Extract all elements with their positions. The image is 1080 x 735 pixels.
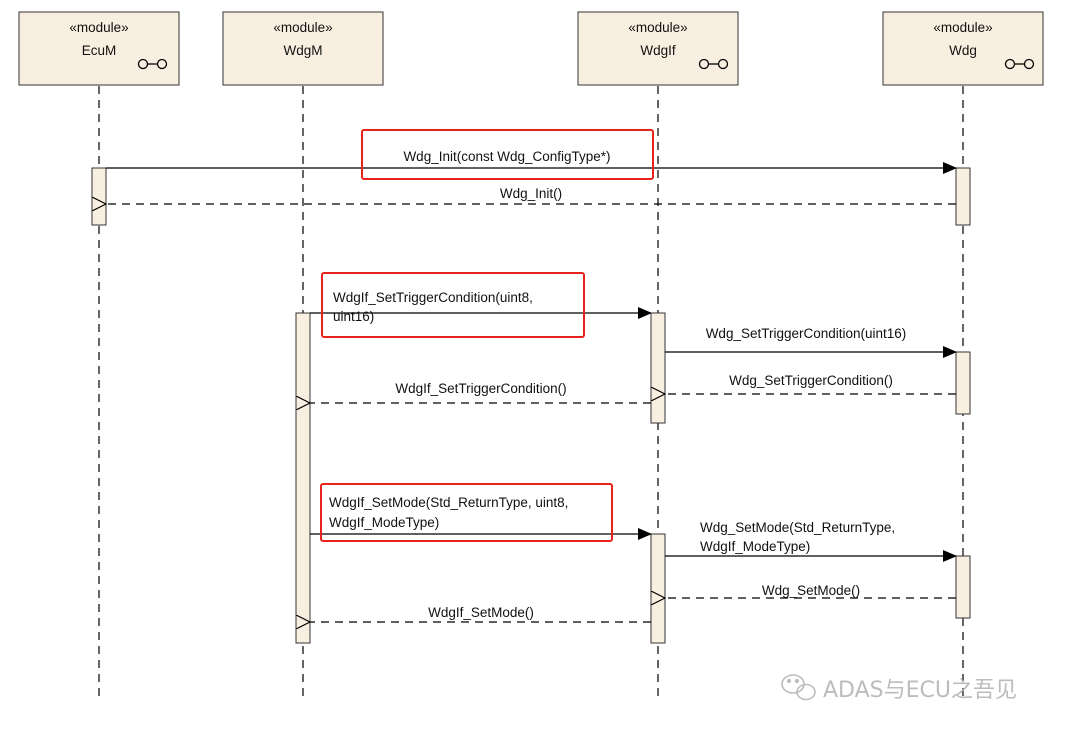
msg-wdgif-settrigger-call-label-2: uint16) [333, 309, 374, 324]
module-wdg: «module» Wdg [882, 11, 1044, 86]
component-icon [1004, 58, 1035, 70]
msg-wdgif-setmode-return-label: WdgIf_SetMode() [428, 605, 534, 620]
activation-wdgm [295, 312, 311, 644]
highlight-wdgif-setmode [320, 483, 613, 542]
activation-wdg-trigger [955, 351, 971, 415]
msg-wdgif-setmode-call-label-2: WdgIf_ModeType) [329, 515, 439, 530]
msg-wdg-init-call-label: Wdg_Init(const Wdg_ConfigType*) [403, 149, 610, 164]
module-ecum-stereotype: «module» [69, 20, 128, 35]
highlight-boxes [320, 129, 654, 542]
module-wdgm-name: WdgM [283, 43, 322, 58]
activation-wdg-setmode [955, 555, 971, 619]
component-icon [137, 58, 168, 70]
msg-wdg-settrigger-call-label: Wdg_SetTriggerCondition(uint16) [706, 326, 907, 341]
message-labels: Wdg_Init(const Wdg_ConfigType*) Wdg_Init… [329, 149, 906, 620]
activation-wdgif-trigger [650, 312, 666, 424]
activation-ecum [91, 167, 107, 226]
module-wdgm: «module» WdgM [222, 11, 384, 86]
msg-wdg-init-return-label: Wdg_Init() [500, 186, 562, 201]
highlight-wdgif-settrigger [321, 272, 585, 338]
msg-wdgif-settrigger-call-label-1: WdgIf_SetTriggerCondition(uint8, [333, 290, 533, 305]
watermark: ADAS与ECU之吾见 [781, 674, 1017, 703]
component-icon [698, 58, 729, 70]
module-wdg-name: Wdg [949, 43, 977, 58]
module-wdgif-name: WdgIf [640, 43, 676, 58]
module-wdgif-stereotype: «module» [628, 20, 687, 35]
watermark-text: ADAS与ECU之吾见 [823, 678, 1017, 703]
msg-wdg-setmode-return-label: Wdg_SetMode() [762, 583, 860, 598]
module-wdgm-stereotype: «module» [273, 20, 332, 35]
module-ecum: «module» EcuM [18, 11, 180, 86]
msg-wdg-settrigger-return-label: Wdg_SetTriggerCondition() [729, 373, 893, 388]
module-wdg-stereotype: «module» [933, 20, 992, 35]
msg-wdg-setmode-call-label-1: Wdg_SetMode(Std_ReturnType, [700, 520, 895, 535]
messages [106, 162, 957, 622]
msg-wdgif-settrigger-return-label: WdgIf_SetTriggerCondition() [395, 381, 566, 396]
msg-wdg-setmode-call-label-2: WdgIf_ModeType) [700, 539, 810, 554]
module-ecum-name: EcuM [82, 43, 117, 58]
activation-bars [91, 167, 971, 644]
msg-wdgif-setmode-call-label-1: WdgIf_SetMode(Std_ReturnType, uint8, [329, 495, 568, 510]
highlight-wdg-init [361, 129, 654, 180]
activation-wdgif-setmode [650, 533, 666, 644]
activation-wdg-init [955, 167, 971, 226]
module-wdgif: «module» WdgIf [577, 11, 739, 86]
wechat-icon [781, 674, 816, 701]
